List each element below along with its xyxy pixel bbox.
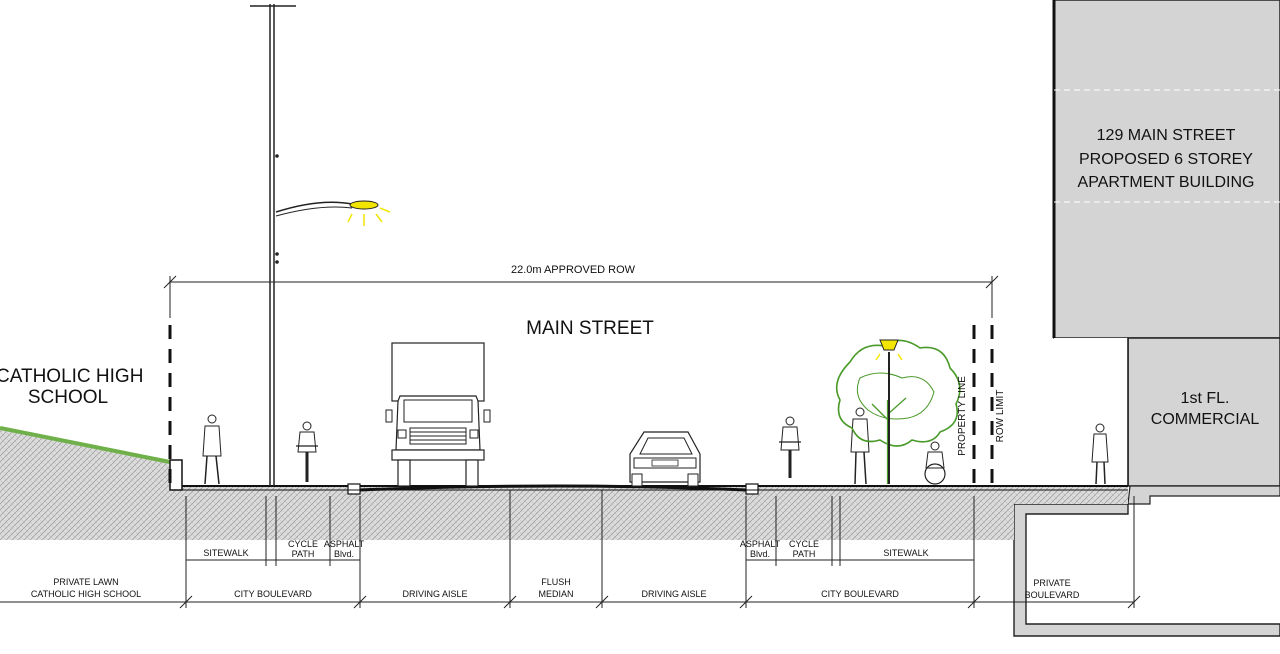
dim-private-lawn-1: PRIVATE LAWN [53,577,118,587]
row-limit-label: ROW LIMIT [995,390,1006,443]
street-light-pole [250,4,391,486]
dim-driving-aisle-right: DRIVING AISLE [641,589,706,599]
dimensions-upper [185,496,975,566]
property-line-label: PROPERTY LINE [957,376,968,456]
row-dimension-label: 22.0m APPROVED ROW [511,264,636,276]
school-label-line1: CATHOLIC HIGH [0,366,143,387]
dim-asphalt-left-2: Blvd. [334,549,354,559]
row-markers [163,275,999,485]
dim-private-boulevard-2: BOULEVARD [1025,590,1080,600]
dim-cycle-path-right-2: PATH [793,549,816,559]
truck [385,342,491,487]
pedestrian-lamp [875,339,903,484]
pedestrian-building [1091,423,1109,485]
car [629,431,701,487]
dim-flush-median-1: FLUSH [541,577,571,587]
building-label-line3: APARTMENT BUILDING [1078,174,1255,191]
dimensions-lower [0,490,1141,609]
dim-private-boulevard-1: PRIVATE [1033,578,1070,588]
building-label-line1: 129 MAIN STREET [1097,127,1236,144]
dim-driving-aisle-left: DRIVING AISLE [402,589,467,599]
commercial-label-line2: COMMERCIAL [1151,411,1260,428]
dim-sitewalk-left: SITEWALK [203,548,248,558]
apartment-building [1013,0,1280,637]
cyclist-right [779,416,801,478]
pedestrian-right [850,407,870,485]
dim-flush-median-2: MEDIAN [538,589,573,599]
school-label-line2: SCHOOL [28,387,108,408]
dim-private-lawn-2: CATHOLIC HIGH SCHOOL [31,589,141,599]
dim-asphalt-right-1: ASPHALT [740,539,781,549]
dim-asphalt-left-1: ASPHALT [324,539,365,549]
cyclist-left [296,421,318,482]
building-label-line2: PROPOSED 6 STOREY [1079,151,1253,168]
dim-city-boulevard-left: CITY BOULEVARD [234,589,312,599]
dim-asphalt-right-2: Blvd. [750,549,770,559]
commercial-label-line1: 1st FL. [1181,390,1230,407]
dim-city-boulevard-right: CITY BOULEVARD [821,589,899,599]
street-name: MAIN STREET [526,318,654,339]
dim-sitewalk-right: SITEWALK [883,548,928,558]
dim-cycle-path-left-2: PATH [292,549,315,559]
wheelchair-user [924,441,946,485]
dim-cycle-path-left-1: CYCLE [288,539,318,549]
dim-cycle-path-right-1: CYCLE [789,539,819,549]
pedestrian-left [202,414,222,485]
